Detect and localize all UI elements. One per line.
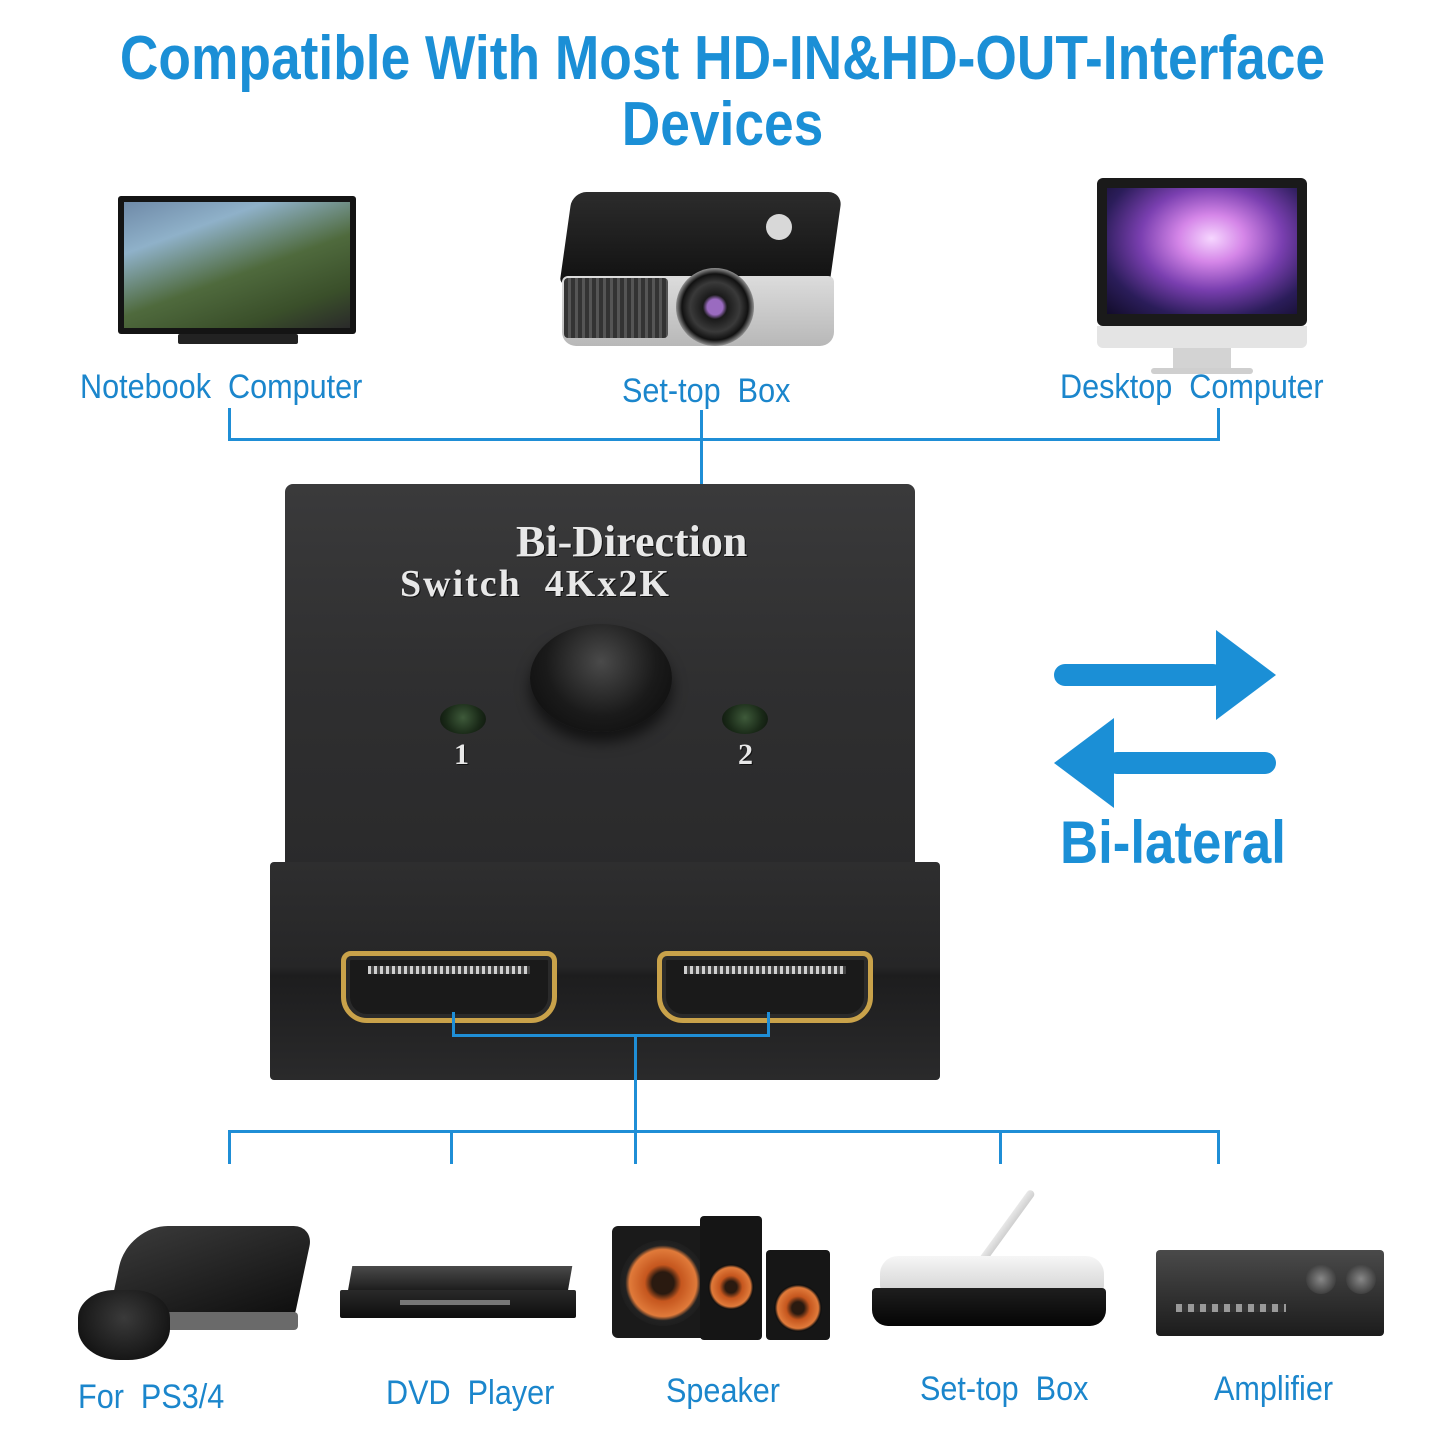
- bottom-wire-drop-3: [999, 1130, 1002, 1164]
- monitor-icon: [1097, 178, 1309, 378]
- bottom-device-label-amplifier: Amplifier: [1214, 1370, 1334, 1408]
- dvd-player-icon: [340, 1266, 580, 1326]
- bottom-device-label-speaker: Speaker: [666, 1372, 780, 1410]
- top-wire-horizontal: [228, 438, 1220, 441]
- top-device-label-settop: Set-top Box: [622, 372, 791, 410]
- hdmi-port-1[interactable]: [341, 951, 557, 1023]
- page-title-line1: Compatible With Most HD-IN&HD-OUT-Interf…: [119, 24, 1326, 93]
- projector-icon: [556, 184, 846, 360]
- router-box-icon: [868, 1170, 1112, 1332]
- led-1-icon: [440, 704, 486, 734]
- tv-icon: [118, 196, 360, 348]
- top-device-label-notebook: Notebook Computer: [80, 368, 363, 406]
- top-wire-center-drop: [700, 410, 703, 486]
- bottom-device-label-ps: For PS3/4: [78, 1378, 225, 1416]
- led-2-label: 2: [738, 738, 753, 771]
- led-1-label: 1: [454, 738, 469, 771]
- top-wire-left-drop: [228, 408, 231, 440]
- port-bracket-left: [452, 1012, 455, 1036]
- switch-brand-line2: Switch 4Kx2K: [400, 563, 671, 605]
- bottom-wire-horizontal: [228, 1130, 1220, 1133]
- led-2-icon: [722, 704, 768, 734]
- bottom-wire-drop-2: [450, 1130, 453, 1164]
- bottom-wire-center-drop: [634, 1034, 637, 1164]
- switch-brand-line1: Bi-Direction: [516, 517, 748, 566]
- bottom-device-label-settop: Set-top Box: [920, 1370, 1089, 1408]
- bottom-wire-drop-1: [228, 1130, 231, 1164]
- switch-push-button[interactable]: [530, 624, 672, 732]
- game-console-icon: [78, 1226, 314, 1366]
- port-bracket-horizontal: [452, 1034, 770, 1037]
- top-wire-right-drop: [1217, 408, 1220, 440]
- amplifier-icon: [1156, 1244, 1386, 1344]
- speaker-icon: [612, 1212, 834, 1344]
- page-title-line2: Devices: [621, 90, 824, 159]
- bidirectional-arrows-icon: [1054, 630, 1276, 808]
- bilateral-label: Bi-lateral: [1060, 809, 1286, 876]
- bottom-device-label-dvd: DVD Player: [386, 1374, 555, 1412]
- port-bracket-right: [767, 1012, 770, 1036]
- top-device-label-desktop: Desktop Computer: [1060, 368, 1324, 406]
- hdmi-port-2[interactable]: [657, 951, 873, 1023]
- bottom-wire-drop-4: [1217, 1130, 1220, 1164]
